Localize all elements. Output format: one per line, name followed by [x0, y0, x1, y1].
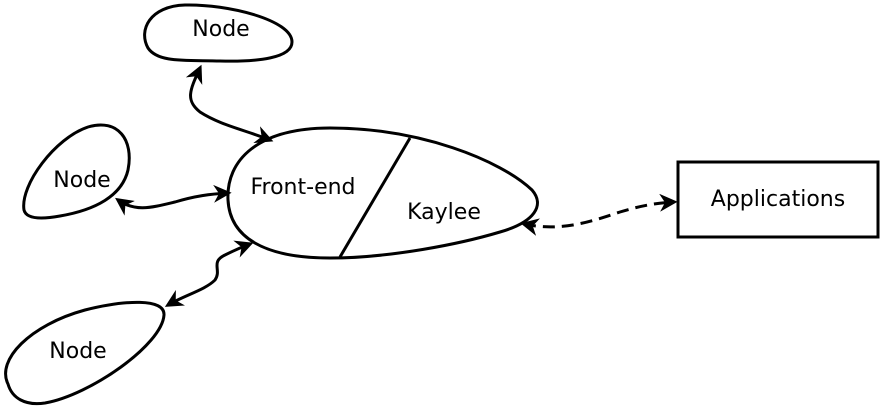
node-top-label: Node — [192, 17, 249, 42]
node-top-shape — [143, 3, 294, 63]
node-bottom: Node — [4, 300, 166, 406]
edge-node-top-frontend — [185, 64, 274, 144]
frontend-label: Front-end — [250, 175, 355, 200]
edge-node-left-frontend — [115, 184, 232, 216]
node-left: Node — [22, 123, 131, 220]
applications-label: Applications — [711, 187, 845, 212]
edge-kaylee-applications — [520, 193, 678, 236]
applications-rect — [676, 160, 880, 239]
node-bottom-label: Node — [49, 339, 106, 364]
core-divider — [338, 137, 412, 258]
node-bottom-shape — [4, 300, 166, 406]
kaylee-label: Kaylee — [407, 200, 481, 225]
node-left-label: Node — [53, 168, 110, 193]
edge-node-bottom-frontend — [164, 240, 254, 307]
node-left-shape — [22, 123, 131, 220]
core-blob: Front-end Kaylee — [226, 126, 539, 260]
node-top: Node — [143, 3, 294, 63]
applications-box: Applications — [676, 160, 880, 239]
